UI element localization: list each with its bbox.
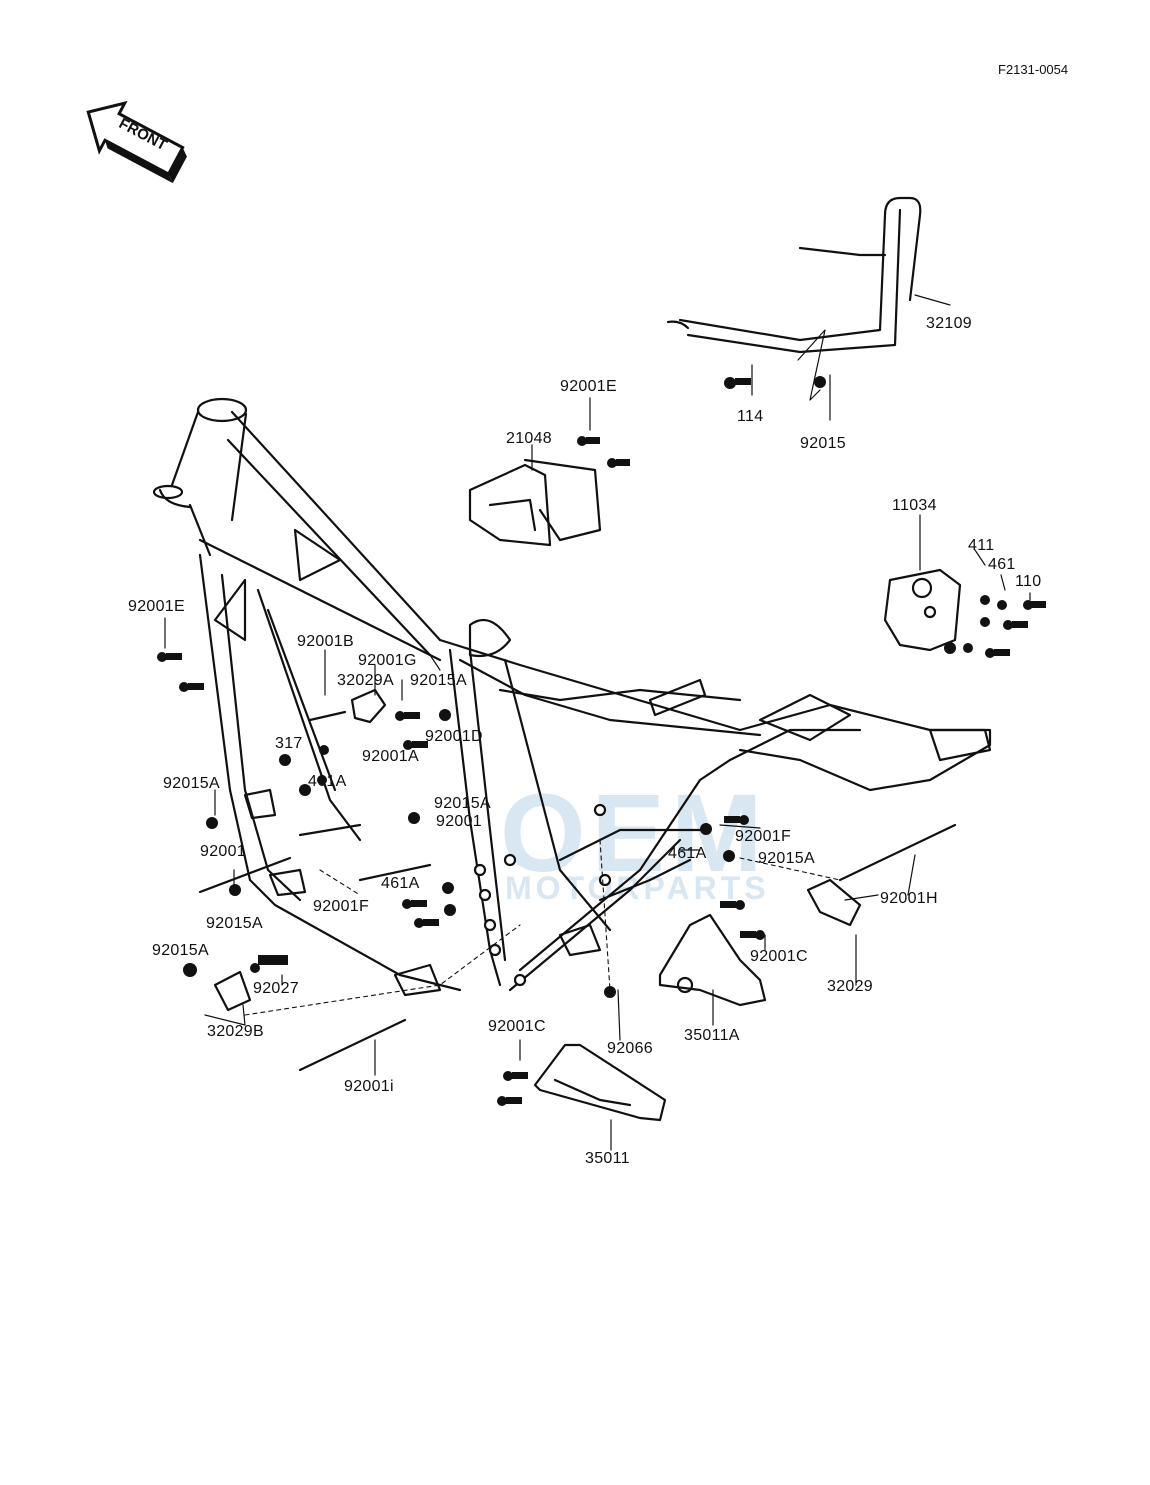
part-label-92001C-low: 92001C [488,1018,546,1035]
part-label-32029B: 32029B [207,1023,264,1040]
plate-11034 [883,568,962,652]
part-label-92001-left: 92001 [200,843,246,860]
part-label-11034: 11034 [892,497,937,514]
part-label-92066: 92066 [607,1040,653,1057]
part-label-461: 461 [988,556,1016,573]
steering-head [152,397,248,522]
dashed-leaders [244,839,841,1016]
part-label-92001-mid: 92001 [436,813,482,830]
part-label-92001G: 92001G [358,652,417,669]
part-label-92001B: 92001B [297,633,354,650]
part-label-32029: 32029 [827,978,873,995]
part-label-92015A-low: 92015A [206,915,263,932]
down-tubes [198,553,462,992]
part-label-32029A: 32029A [337,672,394,689]
part-label-92027: 92027 [253,980,299,997]
gussets [213,528,992,762]
lower-brackets [243,788,602,997]
part-label-35011A: 35011A [684,1027,740,1044]
cradle [448,648,732,992]
watermark-subtext: MOTORPARTS [505,870,770,906]
watermark-logo: OEM [500,772,769,895]
part-label-461A-1: 461A [308,773,347,790]
part-label-92015A-bottom: 92015A [152,942,209,959]
part-label-92015A-right: 92015A [758,850,815,867]
part-label-21048: 21048 [506,430,552,447]
part-label-461A-3: 461A [381,875,420,892]
part-label-92001i: 92001i [344,1078,394,1095]
part-label-92001C-right: 92001C [750,948,808,965]
rear-grab-bar [666,196,922,354]
footrest-bracket-35011 [533,1043,667,1122]
part-label-92015A-left: 92015A [163,775,220,792]
part-label-114: 114 [737,408,764,425]
part-label-110: 110 [1015,573,1042,590]
part-label-92001D: 92001D [425,728,483,745]
long-bolts [198,710,957,1072]
plate-32029B [213,970,252,1012]
top-tubes [188,410,992,792]
footrest-bracket-35011A [658,913,767,1007]
part-label-92015A-mid: 92015A [434,795,491,812]
part-label-411: 411 [968,537,995,554]
part-label-92001H: 92001H [880,890,938,907]
part-label-92001A: 92001A [362,748,419,765]
part-label-92001F-left: 92001F [313,898,370,915]
part-label-92015: 92015 [800,435,846,452]
part-label-92001E-top: 92001E [560,378,617,395]
part-label-92001F-right: 92001F [735,828,792,845]
plate-32029A [350,688,387,724]
frame-holes [473,803,612,987]
part-label-35011: 35011 [585,1150,630,1167]
bracket-21048 [468,458,602,547]
part-label-317: 317 [275,735,303,752]
part-label-461A-2: 461A [668,845,707,862]
part-label-92015A-top: 92015A [410,672,467,689]
plate-32029 [806,878,862,927]
part-label-32109: 32109 [926,315,972,332]
leader-lines [164,294,1031,1151]
diagram-code: F2131-0054 [998,62,1069,77]
part-label-92001E-left: 92001E [128,598,185,615]
